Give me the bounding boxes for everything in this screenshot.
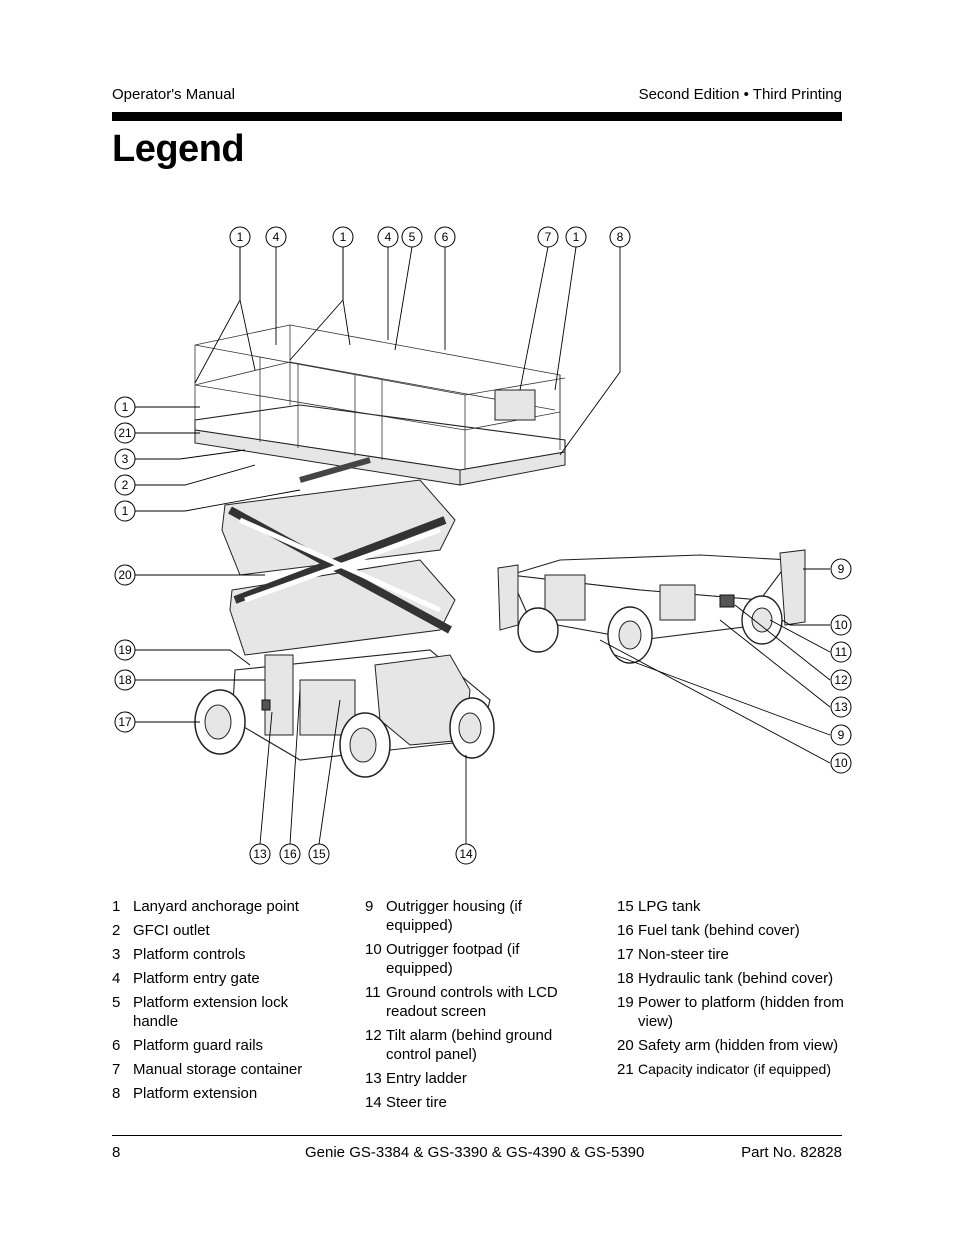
svg-text:14: 14: [459, 847, 473, 861]
callout-bubble: 9: [830, 558, 852, 580]
callout-bubble: 11: [830, 641, 852, 663]
svg-text:13: 13: [834, 700, 848, 714]
callout-bubble: 18: [114, 669, 136, 691]
svg-text:1: 1: [573, 230, 580, 244]
svg-text:1: 1: [122, 504, 129, 518]
svg-text:5: 5: [409, 230, 416, 244]
svg-text:1: 1: [237, 230, 244, 244]
callout-bubble: 2: [114, 474, 136, 496]
svg-text:12: 12: [834, 673, 848, 687]
callout-bubble: 19: [114, 639, 136, 661]
callout-bubble: 1: [332, 226, 354, 248]
header-rule: [112, 112, 842, 121]
callout-bubble: 10: [830, 752, 852, 774]
svg-text:7: 7: [545, 230, 552, 244]
callout-bubble: 5: [401, 226, 423, 248]
svg-text:9: 9: [838, 728, 845, 742]
callout-bubble: 14: [455, 843, 477, 865]
callout-bubble: 6: [434, 226, 456, 248]
svg-text:2: 2: [122, 478, 129, 492]
svg-text:9: 9: [838, 562, 845, 576]
callout-bubble: 1: [114, 500, 136, 522]
svg-text:1: 1: [340, 230, 347, 244]
footer-part-number: Part No. 82828: [741, 1144, 842, 1161]
page-title: Legend: [112, 128, 245, 170]
svg-text:4: 4: [273, 230, 280, 244]
svg-text:10: 10: [834, 756, 848, 770]
callout-bubble: 12: [830, 669, 852, 691]
scissor-lift-diagram: 1 4 1 4 5 6 7 1 8 1 21 3 2 1 20 19 18 17…: [114, 226, 852, 865]
callout-bubble: 16: [279, 843, 301, 865]
callout-bubble: 21: [114, 422, 136, 444]
callout-bubble: 7: [537, 226, 559, 248]
header-manual-title: Operator's Manual: [112, 86, 235, 103]
callouts-left: 1 21 3 2 1 20 19 18 17: [114, 396, 136, 733]
svg-text:17: 17: [118, 715, 132, 729]
outrigger-detail-illustration: [497, 549, 806, 664]
svg-text:3: 3: [122, 452, 129, 466]
svg-text:8: 8: [617, 230, 624, 244]
footer-models: Genie GS-3384 & GS-3390 & GS-4390 & GS-5…: [305, 1144, 645, 1161]
svg-text:4: 4: [385, 230, 392, 244]
callout-bubble: 17: [114, 711, 136, 733]
callouts-right: 9 10 11 12 13 9 10: [830, 558, 852, 774]
leader-lines: [135, 246, 831, 845]
callout-bubble: 9: [830, 724, 852, 746]
header-edition: Second Edition • Third Printing: [638, 86, 842, 103]
callout-bubble: 13: [830, 696, 852, 718]
callouts-bottom: 13 16 15 14: [249, 843, 477, 865]
callout-bubble: 20: [114, 564, 136, 586]
svg-text:13: 13: [253, 847, 267, 861]
svg-text:1: 1: [122, 400, 129, 414]
svg-text:10: 10: [834, 618, 848, 632]
callout-bubble: 3: [114, 448, 136, 470]
callout-bubble: 4: [265, 226, 287, 248]
callout-bubble: 1: [229, 226, 251, 248]
callout-bubble: 13: [249, 843, 271, 865]
callouts-top: 1 4 1 4 5 6 7 1 8: [229, 226, 631, 248]
svg-text:6: 6: [442, 230, 449, 244]
svg-text:20: 20: [118, 568, 132, 582]
svg-text:11: 11: [835, 645, 848, 659]
callout-bubble: 8: [609, 226, 631, 248]
svg-text:21: 21: [118, 426, 132, 440]
callout-bubble: 10: [830, 614, 852, 636]
callout-bubble: 15: [308, 843, 330, 865]
svg-text:16: 16: [283, 847, 297, 861]
footer-rule: [112, 1135, 842, 1136]
main-machine-illustration: [194, 324, 566, 778]
callout-bubble: 1: [114, 396, 136, 418]
svg-text:19: 19: [118, 643, 132, 657]
page-number: 8: [112, 1144, 121, 1161]
callout-bubble: 4: [377, 226, 399, 248]
callout-bubble: 1: [565, 226, 587, 248]
svg-text:18: 18: [118, 673, 132, 687]
svg-text:15: 15: [312, 847, 326, 861]
